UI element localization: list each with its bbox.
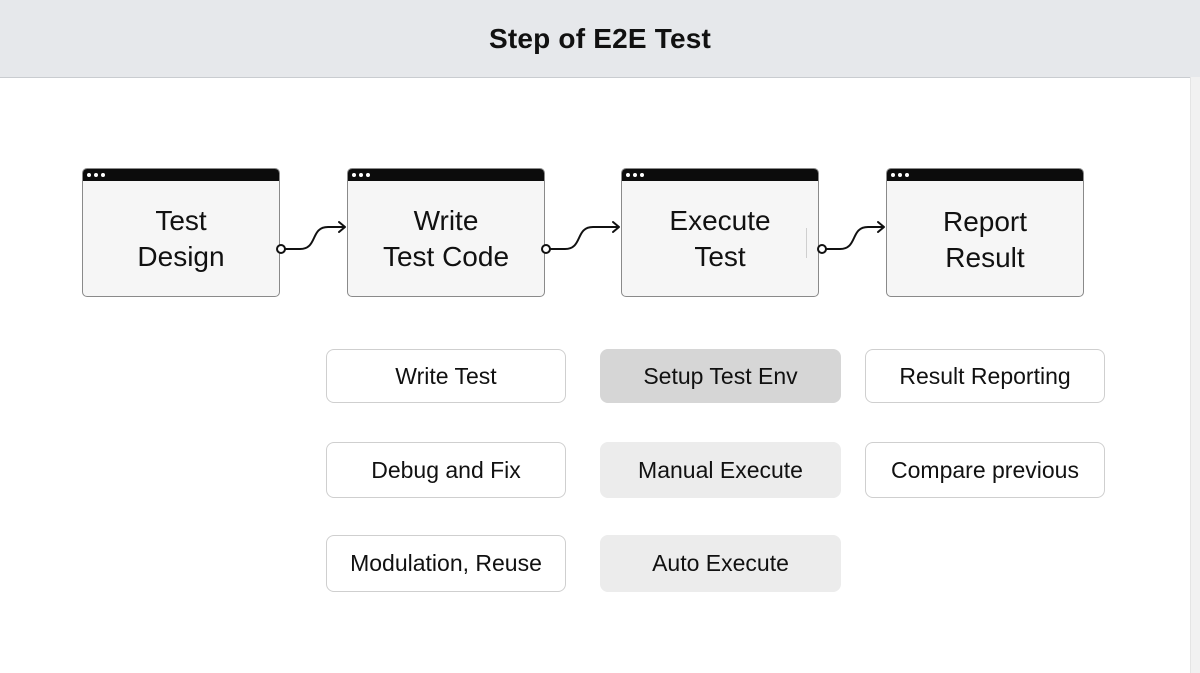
window-dot-icon: [640, 173, 644, 177]
connector-origin-dot-icon: [276, 244, 286, 254]
window-dot-icon: [352, 173, 356, 177]
step-card-test-design: Test Design: [82, 168, 280, 297]
task-write-test[interactable]: Write Test: [326, 349, 566, 403]
window-dot-icon: [87, 173, 91, 177]
task-modulation-reuse[interactable]: Modulation, Reuse: [326, 535, 566, 592]
connector-origin-dot-icon: [817, 244, 827, 254]
vertical-scrollbar[interactable]: [1190, 77, 1200, 673]
step-label: Report Result: [942, 205, 1028, 273]
window-dot-icon: [898, 173, 902, 177]
title-bar: Step of E2E Test: [0, 0, 1200, 78]
task-debug-and-fix[interactable]: Debug and Fix: [326, 442, 566, 498]
window-dot-icon: [891, 173, 895, 177]
window-dot-icon: [905, 173, 909, 177]
step-card-report-result: Report Result: [886, 168, 1084, 297]
task-setup-test-env[interactable]: Setup Test Env: [600, 349, 841, 403]
window-dot-icon: [101, 173, 105, 177]
window-dot-icon: [366, 173, 370, 177]
window-titlebar: [83, 169, 279, 181]
window-titlebar: [887, 169, 1083, 181]
window-titlebar: [348, 169, 544, 181]
task-compare-previous[interactable]: Compare previous: [865, 442, 1105, 498]
step-card-execute-test: Execute Test: [621, 168, 819, 297]
arrowhead-icon: [338, 221, 346, 233]
task-manual-execute[interactable]: Manual Execute: [600, 442, 841, 498]
window-dot-icon: [94, 173, 98, 177]
window-titlebar: [622, 169, 818, 181]
window-dot-icon: [633, 173, 637, 177]
arrowhead-icon: [612, 221, 620, 233]
window-dot-icon: [359, 173, 363, 177]
window-dot-icon: [626, 173, 630, 177]
connector-arrow-1: [284, 226, 345, 250]
task-auto-execute[interactable]: Auto Execute: [600, 535, 841, 592]
connector-origin-dot-icon: [541, 244, 551, 254]
step-card-write-test-code: Write Test Code: [347, 168, 545, 297]
text-cursor-mark: [806, 228, 807, 258]
step-label: Test Design: [137, 204, 225, 272]
connector-arrow-3: [825, 226, 884, 250]
step-label: Execute Test: [669, 204, 771, 272]
page-title: Step of E2E Test: [488, 22, 712, 54]
arrowhead-icon: [877, 221, 885, 233]
step-label: Write Test Code: [382, 204, 510, 272]
task-result-reporting[interactable]: Result Reporting: [865, 349, 1105, 403]
connector-arrow-2: [549, 226, 619, 250]
